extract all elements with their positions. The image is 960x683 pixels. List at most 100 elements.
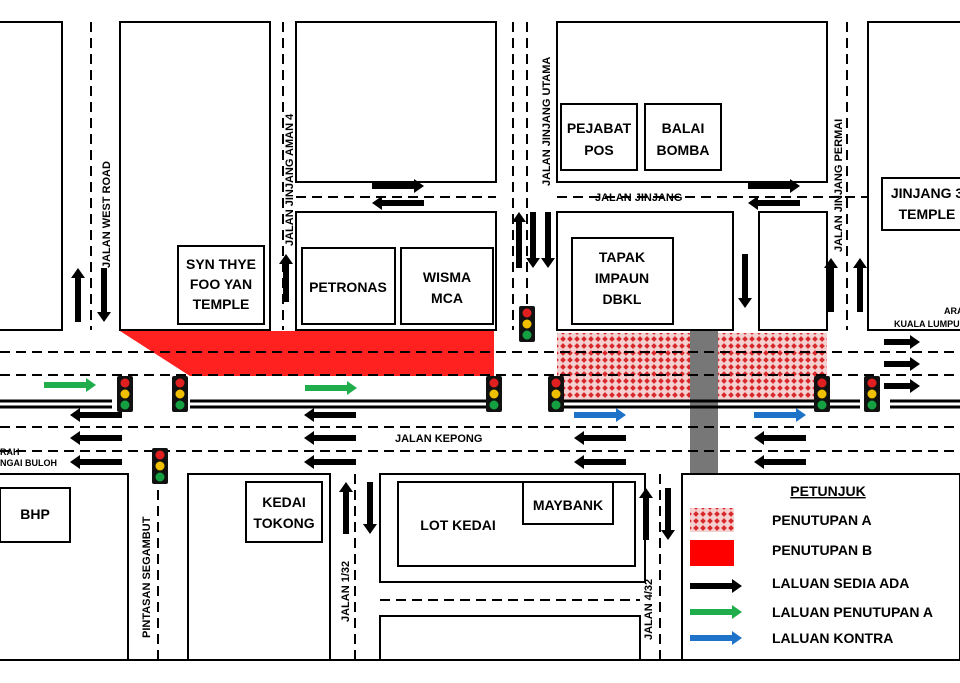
direction-label-sungai-buloh-bottom: NGAI BULOH (0, 458, 57, 468)
pejabat-pos-building (560, 103, 638, 171)
label-petronas: PETRONAS (309, 279, 387, 295)
balai-bomba-building (644, 103, 722, 171)
route-arrow-3 (372, 179, 424, 193)
road-label-jinjang: JALAN JINJANG (595, 192, 682, 204)
route-arrow-23 (304, 408, 356, 422)
traffic-light-icon (172, 376, 188, 412)
road-label-west-road: JALAN WEST ROAD (101, 161, 113, 268)
route-arrow-16 (44, 378, 96, 392)
traffic-light-icon (548, 376, 564, 412)
legend-label-closure-a-route: LALUAN PENUTUPAN A (772, 604, 933, 620)
route-arrow-15 (884, 379, 920, 393)
route-arrow-6 (748, 196, 800, 210)
route-arrow-30 (339, 482, 353, 534)
route-arrow-11 (824, 258, 838, 312)
road-label-kepong: JALAN KEPONG (395, 433, 482, 445)
label-jinjang-temple-1: JINJANG 3 (891, 185, 960, 201)
route-arrow-18 (574, 408, 626, 422)
route-arrows (44, 179, 920, 540)
legend: PETUNJUK PENUTUPAN A PENUTUPAN B LALUAN … (681, 473, 960, 661)
route-arrow-8 (526, 212, 540, 268)
route-arrow-14 (884, 357, 920, 371)
legend-arrow-existing-route (690, 579, 742, 593)
legend-label-contra-route: LALUAN KONTRA (772, 630, 893, 646)
legend-label-closure-a: PENUTUPAN A (772, 512, 872, 528)
legend-box (681, 473, 960, 661)
route-arrow-32 (639, 488, 653, 540)
traffic-light-icon (814, 376, 830, 412)
petronas-building (301, 247, 396, 325)
traffic-light-icon (519, 306, 535, 342)
route-arrow-31 (363, 482, 377, 534)
direction-label-kl-bottom: KUALA LUMPU (894, 319, 960, 329)
route-arrow-26 (574, 431, 626, 445)
label-syn-thye-3: TEMPLE (193, 296, 250, 312)
route-arrow-4 (372, 196, 424, 210)
label-balai-bomba-2: BOMBA (657, 142, 710, 158)
label-tapak-impaun-3: DBKL (603, 291, 642, 307)
label-tapak-impaun-1: TAPAK (599, 249, 645, 265)
label-syn-thye-1: SYN THYE (186, 256, 256, 272)
bhp-building (0, 487, 71, 543)
route-arrow-0 (71, 268, 85, 322)
legend-title: PETUNJUK (790, 483, 865, 499)
label-syn-thye-2: FOO YAN (190, 276, 252, 292)
legend-label-existing-route: LALUAN SEDIA ADA (772, 575, 909, 591)
label-tapak-impaun-2: IMPAUN (595, 270, 649, 286)
direction-label-kl-top: ARA (944, 306, 960, 316)
legend-swatch-closure-a (690, 508, 734, 532)
label-bhp: BHP (20, 506, 50, 522)
route-arrow-29 (754, 455, 806, 469)
route-arrow-7 (512, 212, 526, 268)
wisma-mca-building (400, 247, 494, 325)
route-arrow-1 (97, 268, 111, 322)
route-arrow-33 (661, 488, 675, 540)
road-label-pintasan-segambut: PINTASAN SEGAMBUT (141, 516, 153, 638)
route-arrow-19 (754, 408, 806, 422)
route-arrow-27 (574, 455, 626, 469)
syn-thye-building (177, 245, 265, 325)
jinjang-temple-building (881, 177, 960, 231)
legend-arrow-contra-route (690, 631, 742, 645)
road-label-jalan-1-32: JALAN 1/32 (340, 561, 352, 622)
route-arrow-28 (754, 431, 806, 445)
label-pejabat-pos-2: POS (584, 142, 614, 158)
label-kedai-tokong-2: TOKONG (253, 515, 314, 531)
direction-label-sungai-buloh-top: RAH (0, 447, 20, 457)
route-arrow-10 (738, 254, 752, 308)
road-label-jinjang-permai: JALAN JINJANG PERMAI (833, 119, 845, 252)
traffic-light-icon (864, 376, 880, 412)
label-kedai-tokong-1: KEDAI (262, 494, 306, 510)
label-maybank: MAYBANK (533, 497, 603, 513)
label-lot-kedai: LOT KEDAI (420, 517, 495, 533)
road-label-jinjang-utama: JALAN JINJANG UTAMA (541, 57, 553, 186)
label-wisma-mca-2: MCA (431, 290, 463, 306)
label-balai-bomba-1: BALAI (662, 120, 705, 136)
traffic-light-icon (117, 376, 133, 412)
legend-arrow-closure-a-route (690, 605, 742, 619)
label-wisma-mca-1: WISMA (423, 269, 471, 285)
traffic-light-icon (152, 448, 168, 484)
route-arrow-9 (541, 212, 555, 268)
road-label-jinjang-aman-4: JALAN JINJANG AMAN 4 (284, 113, 296, 246)
buildings (0, 103, 960, 567)
route-arrow-22 (70, 455, 122, 469)
route-arrow-12 (853, 258, 867, 312)
route-arrow-24 (304, 431, 356, 445)
route-arrow-5 (748, 179, 800, 193)
lot-kedai-building (397, 481, 636, 567)
route-arrow-20 (70, 408, 122, 422)
route-arrow-25 (304, 455, 356, 469)
label-pejabat-pos-1: PEJABAT (567, 120, 632, 136)
route-arrow-13 (884, 335, 920, 349)
kedai-tokong-building (245, 481, 323, 543)
legend-swatch-closure-b (690, 540, 734, 566)
label-jinjang-temple-2: TEMPLE (899, 206, 956, 222)
tapak-impaun-building (571, 237, 674, 325)
route-arrow-2 (279, 254, 293, 302)
route-arrow-17 (305, 381, 357, 395)
traffic-lights (117, 306, 880, 484)
traffic-light-icon (486, 376, 502, 412)
legend-label-closure-b: PENUTUPAN B (772, 542, 872, 558)
